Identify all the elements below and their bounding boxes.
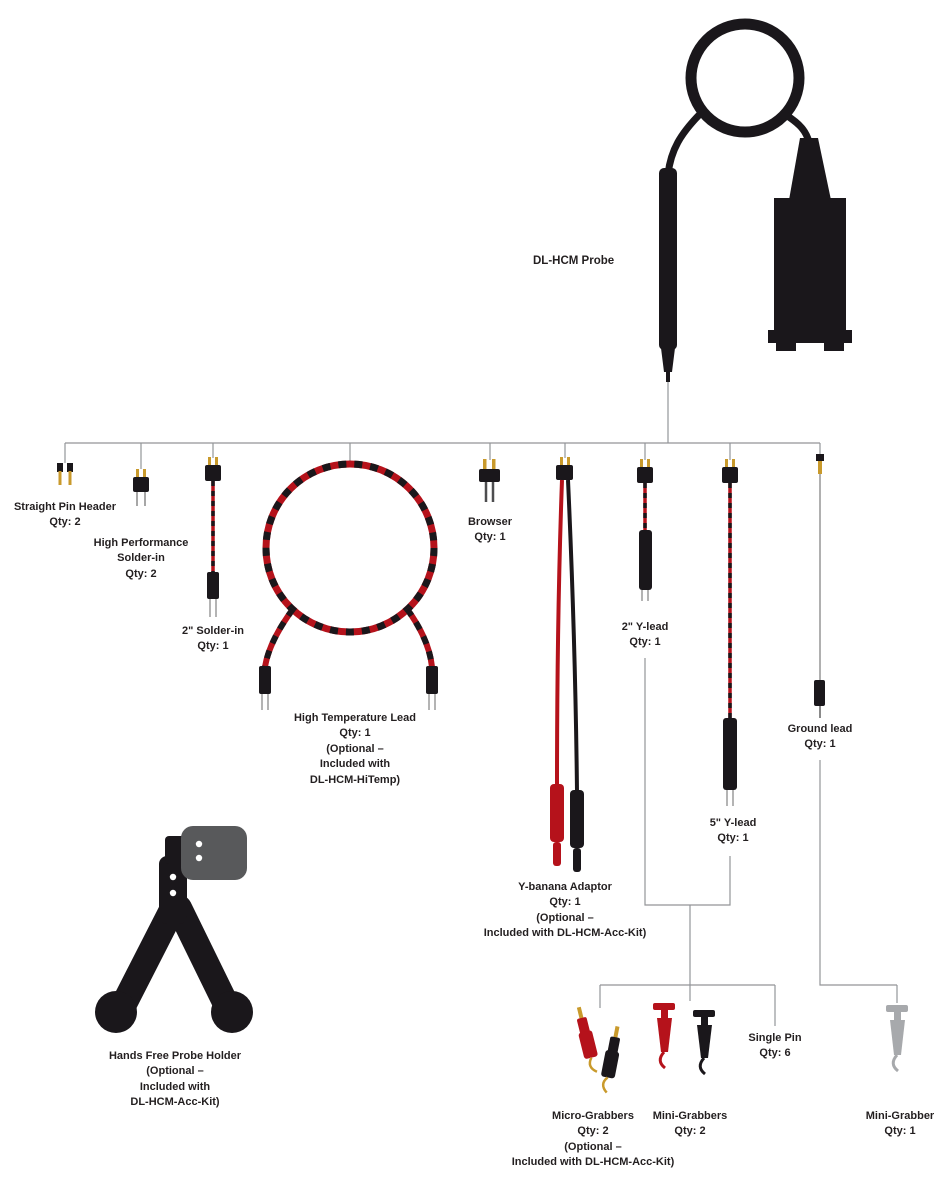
item-name: 2" Y-lead — [621, 621, 669, 633]
label-y-banana-adaptor: Y-banana Adaptor Qty: 1 (Optional – Incl… — [465, 880, 665, 942]
high-temperature-lead-icon — [259, 460, 438, 710]
item-qty: Qty: 1 — [549, 896, 581, 909]
label-single-pin: Single Pin Qty: 6 — [735, 1031, 815, 1062]
label-y-lead-5in: 5" Y-lead Qty: 1 — [683, 816, 783, 847]
connector-lines — [64, 382, 898, 1026]
item-name: Y-banana Adaptor — [518, 881, 612, 893]
label-browser: Browser Qty: 1 — [440, 515, 540, 546]
item-qty: Qty: 1 — [884, 1125, 916, 1138]
item-name: 2" Solder-in — [181, 625, 245, 637]
label-hands-free-probe-holder: Hands Free Probe Holder (Optional – Incl… — [85, 1049, 265, 1111]
item-qty: Qty: 2 — [49, 516, 81, 529]
item-name: Straight Pin Header — [13, 501, 117, 513]
item-qty: Qty: 1 — [474, 531, 506, 544]
item-name: High Temperature Lead — [293, 712, 417, 724]
y-banana-adaptor-icon — [550, 457, 584, 872]
item-note: (Optional – Included with DL-HCM-HiTemp) — [309, 742, 401, 786]
micro-grabber-red-icon — [576, 1006, 598, 1073]
item-qty: Qty: 1 — [339, 727, 371, 740]
item-note: (Optional – Included with DL-HCM-Acc-Kit… — [483, 911, 647, 940]
micro-grabber-black-icon — [601, 1026, 620, 1094]
label-micro-grabbers: Micro-Grabbers Qty: 2 (Optional – Includ… — [493, 1109, 693, 1171]
item-name: 5" Y-lead — [709, 817, 757, 829]
item-qty: Qty: 1 — [197, 640, 229, 653]
label-solder-in-2in: 2" Solder-in Qty: 1 — [153, 624, 273, 655]
label-straight-pin-header: Straight Pin Header Qty: 2 — [5, 500, 125, 531]
item-name: Single Pin — [748, 1032, 802, 1044]
item-qty: Qty: 2 — [674, 1125, 706, 1138]
mini-grabber-red-icon — [653, 1003, 675, 1070]
y-lead-2in-icon — [637, 459, 653, 601]
browser-icon — [479, 459, 500, 502]
item-name: Mini-Grabber — [865, 1110, 935, 1122]
item-note: (Optional – Included with DL-HCM-Acc-Kit… — [511, 1140, 675, 1169]
item-name: Ground lead — [787, 723, 853, 735]
high-performance-solder-in-icon — [133, 469, 149, 506]
label-high-performance-solder-in: High Performance Solder-in Qty: 2 — [76, 536, 206, 582]
mini-grabber-gray-icon — [886, 1005, 908, 1073]
item-name: Hands Free Probe Holder — [108, 1050, 242, 1062]
item-qty: Qty: 1 — [804, 738, 836, 751]
dl-hcm-probe-illustration — [659, 18, 852, 382]
item-name: Micro-Grabbers — [552, 1110, 634, 1122]
item-note: (Optional – Included with DL-HCM-Acc-Kit… — [130, 1065, 220, 1109]
y-lead-5in-icon — [722, 459, 738, 806]
item-qty: Qty: 2 — [125, 567, 157, 580]
item-name: High Performance Solder-in — [93, 537, 189, 565]
label-high-temperature-lead: High Temperature Lead Qty: 1 (Optional –… — [265, 711, 445, 788]
label-ground-lead: Ground lead Qty: 1 — [770, 722, 870, 753]
label-y-lead-2in: 2" Y-lead Qty: 1 — [595, 620, 695, 651]
item-qty: Qty: 1 — [629, 636, 661, 649]
probe-label: DL-HCM Probe — [533, 255, 615, 267]
item-name: Browser — [467, 516, 513, 528]
ground-lead-icon — [814, 454, 825, 718]
hands-free-probe-holder-icon — [95, 826, 253, 1033]
item-qty: Qty: 6 — [759, 1047, 791, 1060]
item-name: Mini-Grabbers — [652, 1110, 728, 1122]
label-mini-grabbers: Mini-Grabbers Qty: 2 — [640, 1109, 740, 1140]
item-qty: Qty: 1 — [717, 832, 749, 845]
item-qty: Qty: 2 — [577, 1125, 609, 1138]
straight-pin-header-icon — [57, 463, 73, 485]
label-mini-grabber-single: Mini-Grabber Qty: 1 — [850, 1109, 950, 1140]
solder-in-2in-icon — [205, 457, 221, 617]
mini-grabber-black-icon — [693, 1010, 715, 1076]
